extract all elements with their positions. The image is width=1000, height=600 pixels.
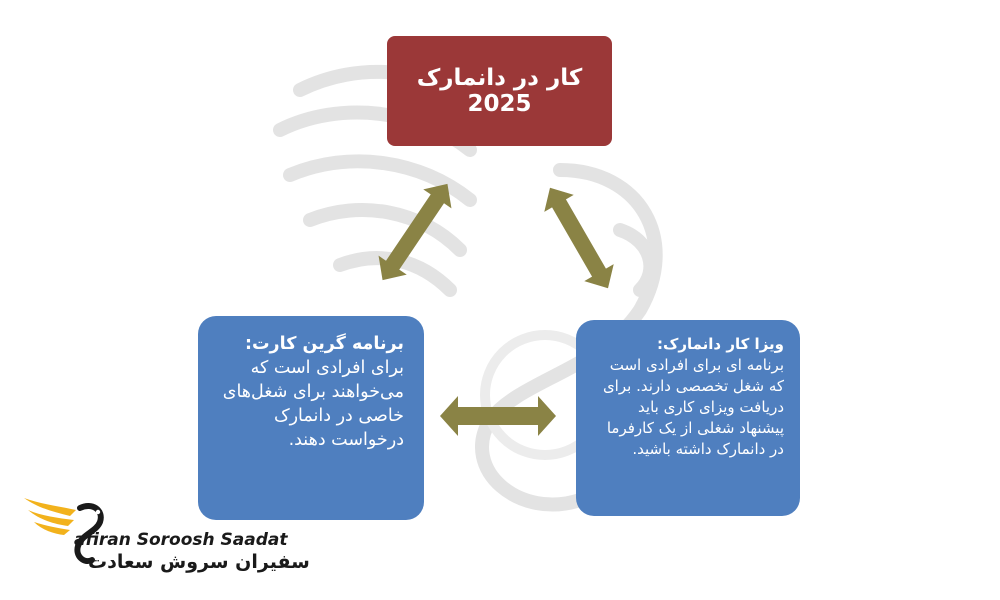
arrow-top-right [544, 187, 614, 289]
arrow-bottom [440, 396, 556, 436]
node-work-visa-title: ویزا کار دانمارک: [656, 335, 784, 353]
node-green-card-title: برنامه گرین کارت: [244, 334, 404, 354]
node-work-in-denmark-title: کار در دانمارک 2025 [416, 65, 583, 117]
node-work-visa-text: برنامه ای برای افرادی است که شغل تخصصی د… [602, 356, 784, 458]
arrow-top-left [378, 183, 452, 281]
logo-persian-text: سفیران سروش سعادت [88, 551, 310, 573]
logo-latin-text: afiran Soroosh Saadat [74, 530, 288, 550]
node-green-card-text: برای افرادی است که می‌خواهند برای شغل‌ها… [222, 358, 404, 450]
node-work-visa: ویزا کار دانمارک: برنامه ای برای افرادی … [576, 320, 800, 516]
logo-icon [24, 498, 104, 564]
node-work-in-denmark: کار در دانمارک 2025 [387, 36, 612, 146]
node-green-card: برنامه گرین کارت: برای افرادی است که می‌… [198, 316, 424, 520]
